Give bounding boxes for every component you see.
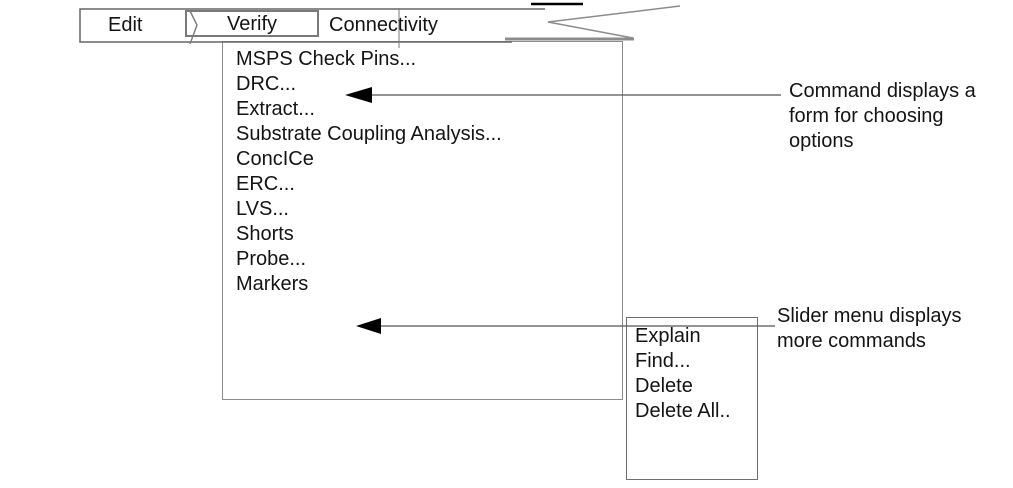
menu-item-substrate-coupling-analysis[interactable]: Substrate Coupling Analysis... xyxy=(236,123,502,145)
menu-item-explain[interactable]: Explain xyxy=(635,325,701,347)
menubar-item-verify[interactable]: Verify xyxy=(185,10,319,37)
menu-item-delete[interactable]: Delete xyxy=(635,375,693,397)
menu-item-extract[interactable]: Extract... xyxy=(236,98,315,120)
menu-item-markers[interactable]: Markers xyxy=(236,273,309,295)
menu-item-lvs[interactable]: LVS... xyxy=(236,198,289,220)
menubar-item-connectivity[interactable]: Connectivity xyxy=(329,14,438,36)
torn-edge-icon xyxy=(547,5,681,39)
callout-form-note: Command displays a form for choosing opt… xyxy=(789,80,976,152)
slider-menu-list: Explain Find... Delete Delete All.. xyxy=(627,318,757,424)
menu-item-find[interactable]: Find... xyxy=(635,350,691,372)
menu-item-msps-check-pins[interactable]: MSPS Check Pins... xyxy=(236,48,417,70)
menu-item-probe[interactable]: Probe... xyxy=(236,248,307,270)
menu-item-concice[interactable]: ConcICe xyxy=(236,148,314,170)
menu-item-erc[interactable]: ERC... xyxy=(236,173,295,195)
menu-item-drc[interactable]: DRC... xyxy=(236,73,296,95)
menu-item-shorts[interactable]: Shorts xyxy=(236,223,294,245)
menu-item-delete-all[interactable]: Delete All.. xyxy=(635,400,731,422)
slider-submenu: Explain Find... Delete Delete All.. xyxy=(626,317,758,480)
verify-label: Verify xyxy=(226,13,278,35)
verify-menu-list: MSPS Check Pins... DRC... Extract... Sub… xyxy=(223,42,622,297)
verify-dropdown-menu: MSPS Check Pins... DRC... Extract... Sub… xyxy=(222,41,623,400)
callout-slider-note: Slider menu displays more commands xyxy=(777,305,962,352)
menubar-item-edit[interactable]: Edit xyxy=(108,14,143,36)
